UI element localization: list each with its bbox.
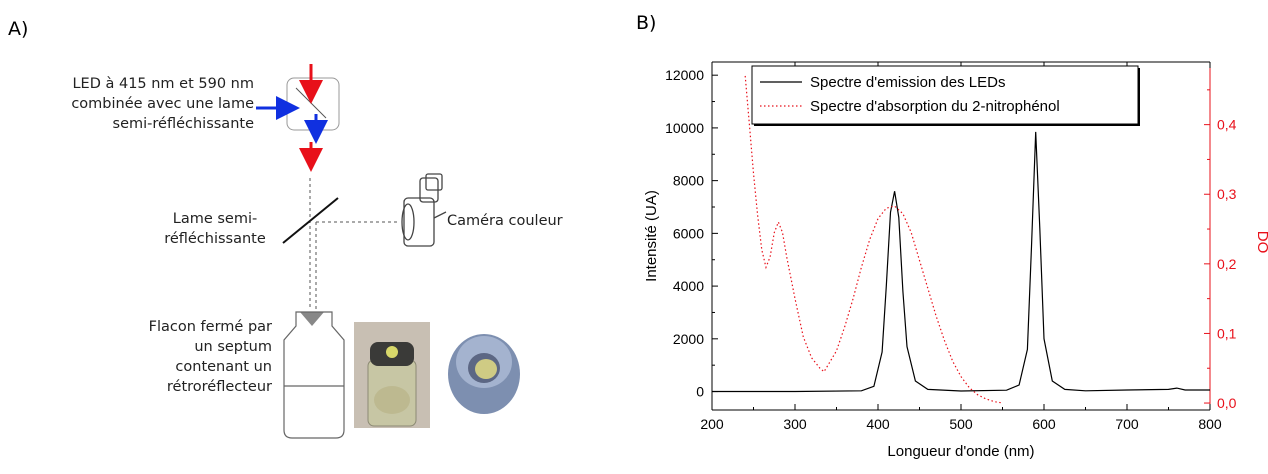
- led-label-line-2: combinée avec une lame: [71, 96, 254, 112]
- legend-absorption-label: Spectre d'absorption du 2-nitrophénol: [810, 98, 1060, 115]
- legend-shadow: [754, 68, 1140, 126]
- y-right-tick-label: 0,3: [1217, 186, 1237, 202]
- optical-schematic: [256, 64, 520, 439]
- septum-photo: [448, 334, 520, 414]
- panel-b-label: B): [636, 12, 657, 34]
- led-box: [286, 77, 340, 131]
- mirror-label: Lame semi- réfléchissante: [140, 209, 290, 249]
- vial-label-line-1: Flacon fermé par: [148, 319, 272, 335]
- y-right-tick-label: 0,0: [1217, 395, 1237, 411]
- x-tick-label: 700: [1115, 416, 1139, 432]
- x-tick-label: 400: [866, 416, 890, 432]
- vial-label-line-3: contenant un: [175, 359, 272, 375]
- y-tick-label: 12000: [665, 67, 704, 83]
- camera-label: Caméra couleur: [447, 213, 563, 229]
- led-label-line-1: LED à 415 nm et 590 nm: [72, 76, 254, 92]
- camera-icon: [401, 173, 447, 247]
- absorption-series-line: [744, 75, 1003, 404]
- emission-series-line: [712, 131, 1210, 393]
- vial-label-line-2: un septum: [194, 339, 272, 355]
- y-tick-label: 8000: [673, 173, 704, 189]
- led-label: LED à 415 nm et 590 nm combinée avec une…: [30, 74, 254, 134]
- y-right-tick-label: 0,4: [1217, 117, 1237, 133]
- legend-box: [751, 65, 1139, 125]
- mirror-label-line-2: réfléchissante: [164, 231, 266, 247]
- y-tick-label: 10000: [665, 120, 704, 136]
- panel-a-label: A): [8, 18, 29, 40]
- y-right-tick-label: 0,1: [1217, 325, 1237, 341]
- x-tick-label: 500: [949, 416, 973, 432]
- y-tick-label: 6000: [673, 225, 704, 241]
- vial-label: Flacon fermé par un septum contenant un …: [100, 317, 272, 397]
- vial-photo: [354, 322, 430, 428]
- y-tick-label: 4000: [673, 278, 704, 294]
- y-axis-right-label: DO: [1254, 231, 1268, 254]
- y-right-tick-label: 0,2: [1217, 256, 1237, 272]
- led-label-line-3: semi-réfléchissante: [112, 116, 254, 132]
- x-tick-label: 600: [1032, 416, 1056, 432]
- y-tick-label: 0: [696, 384, 704, 400]
- legend-emission-label: Spectre d'emission des LEDs: [810, 74, 1005, 91]
- led-splitter-line: [295, 87, 327, 119]
- x-tick-label: 300: [783, 416, 807, 432]
- vial-label-line-4: rétroréflecteur: [166, 379, 272, 395]
- x-tick-label: 200: [700, 416, 724, 432]
- vial-entry-marker: [300, 312, 324, 326]
- x-axis-label: Longueur d'onde (nm): [887, 443, 1034, 460]
- y-axis-label: Intensité (UA): [643, 190, 660, 282]
- mirror-label-line-1: Lame semi-: [172, 211, 258, 227]
- vial-outline: [283, 311, 345, 439]
- y-tick-label: 2000: [673, 331, 704, 347]
- semi-reflective-plate: [282, 197, 339, 244]
- x-tick-label: 800: [1198, 416, 1222, 432]
